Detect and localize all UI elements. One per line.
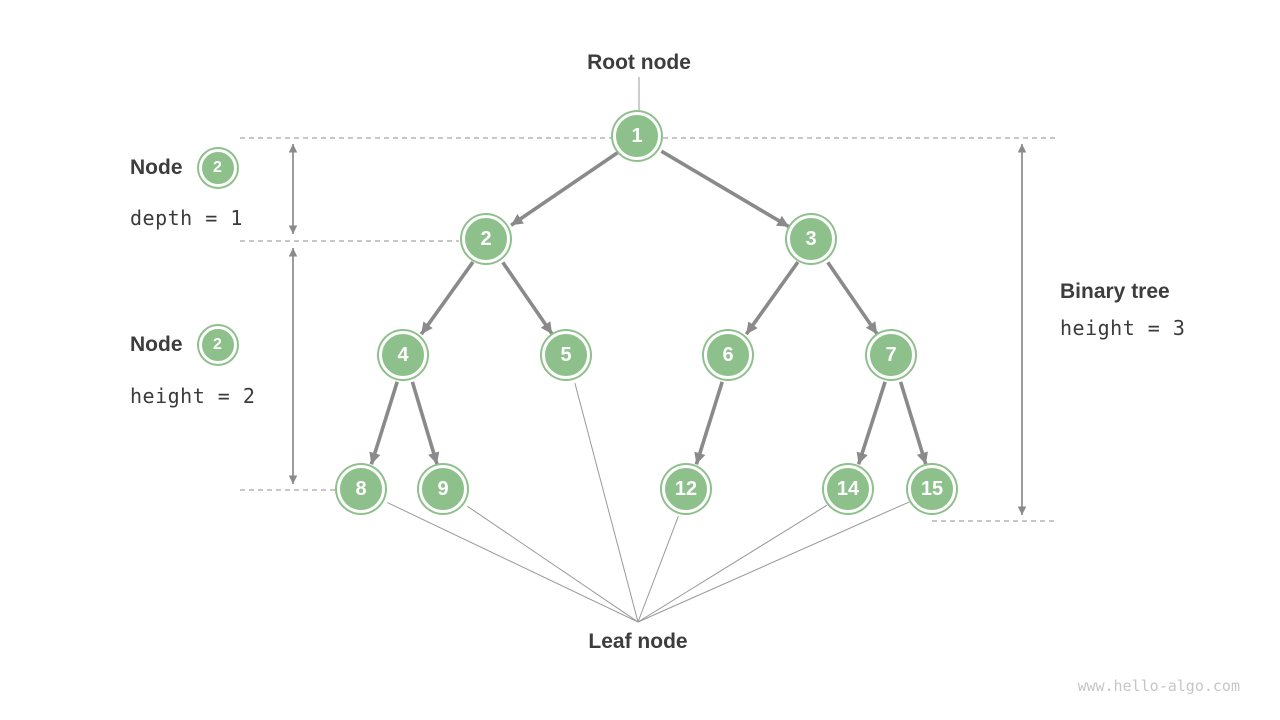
tree-node-4: 4 [379, 331, 427, 379]
watermark: www.hello-algo.com [1077, 677, 1240, 695]
depth-annotation: Node 2 [130, 149, 237, 187]
tree-height-formula: height = 3 [1060, 316, 1186, 340]
tree-node-7: 7 [867, 331, 915, 379]
leaf-node-label: Leaf node [588, 630, 688, 653]
tree-node-12: 12 [662, 465, 710, 513]
tree-node-9: 9 [419, 465, 467, 513]
tree-node-6: 6 [704, 331, 752, 379]
tree-node-15: 15 [908, 465, 956, 513]
height-annotation-node-badge: 2 [198, 326, 237, 364]
depth-annotation-node-badge: 2 [198, 149, 237, 187]
binary-tree-label: Binary tree [1060, 280, 1170, 303]
tree-node-2: 2 [462, 215, 510, 263]
node-height-formula: height = 2 [130, 384, 256, 408]
tree-node-1: 1 [613, 112, 661, 160]
height-annotation: Node 2 [130, 326, 237, 364]
depth-formula: depth = 1 [130, 206, 243, 230]
tree-node-8: 8 [337, 465, 385, 513]
tree-node-14: 14 [824, 465, 872, 513]
tree-node-5: 5 [542, 331, 590, 379]
depth-annotation-title: Node [130, 156, 183, 179]
root-node-label: Root node [587, 51, 691, 74]
height-annotation-title: Node [130, 333, 183, 356]
tree-node-3: 3 [787, 215, 835, 263]
